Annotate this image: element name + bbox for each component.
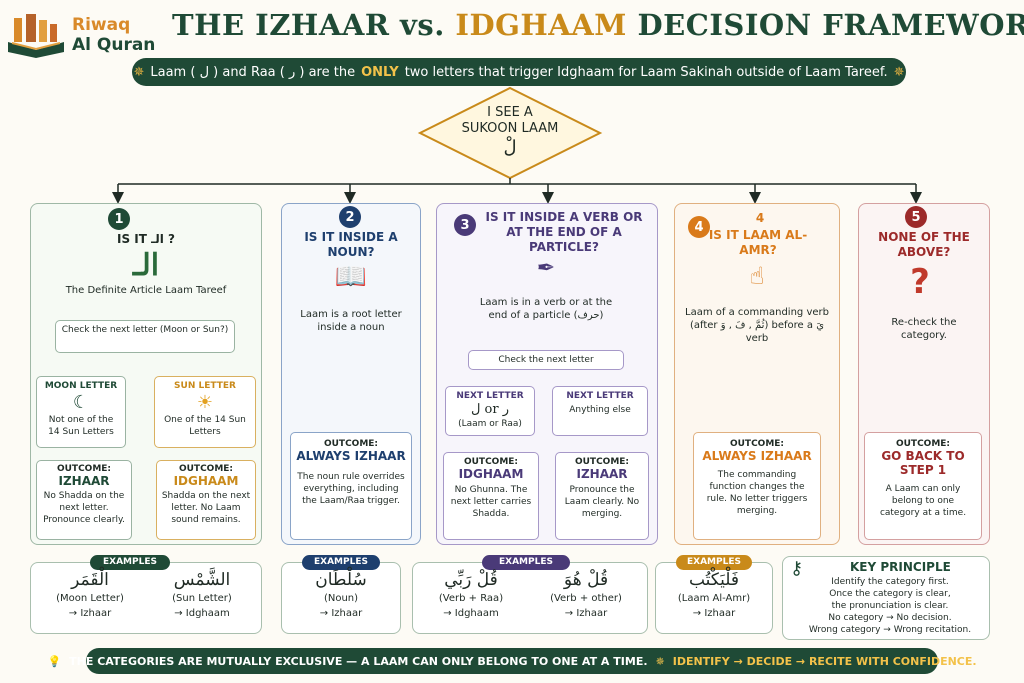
col3-question: IS IT INSIDE A VERB OR AT THE END OF A P… (485, 210, 643, 254)
col2-question: IS IT INSIDE A NOUN? (304, 230, 398, 259)
example-item: قُلْ هُوَ (Verb + other) → Izhaar (550, 570, 622, 619)
col5-question: NONE OF THE ABOVE? (878, 230, 970, 259)
quill-ink-icon: ✒ (536, 256, 556, 281)
col4-desc: Laam of a commanding verb (after ثُمَّ ,… (685, 307, 829, 344)
rule-banner: ✵ Laam ( ل ) and Raa ( ر ) are the ONLY … (132, 58, 906, 86)
col1-glyph: الـ (132, 248, 160, 283)
star-icon: ✵ (893, 64, 905, 80)
mosque-book-icon (8, 14, 64, 58)
col1-desc: The Definite Article Laam Tareef (65, 285, 227, 296)
col5-desc: Re-check the category. (891, 317, 957, 341)
step-number: 1 (108, 208, 130, 230)
key-icon: ⚷ (790, 558, 804, 579)
moon-outcome: OUTCOME: IZHAAR No Shadda on the next le… (36, 460, 132, 540)
step-number: 2 (339, 206, 361, 228)
example-item: سُلْطَان (Noun) → Izhaar (315, 570, 367, 619)
logo: Riwaq Al Quran (6, 10, 158, 60)
example-item: الشَّمْس (Sun Letter) → Idghaam (172, 570, 232, 619)
sun-letter-box: SUN LETTER ☀ One of the 14 Sun Letters (154, 376, 256, 448)
col3-izhaar-outcome: OUTCOME: IZHAAR Pronounce the Laam clear… (555, 452, 649, 540)
sun-icon: ☀ (196, 392, 214, 413)
col4-num-label: 4 (755, 211, 765, 225)
col2-outcome: OUTCOME: ALWAYS IZHAAR The noun rule ove… (290, 432, 412, 540)
anything-else-box: NEXT LETTER Anything else (552, 386, 648, 436)
examples-box-1 (30, 562, 262, 634)
start-node: I SEE A SUKOON LAAM لْ (461, 105, 559, 158)
footer-banner: 💡 THE CATEGORIES ARE MUTUALLY EXCLUSIVE … (47, 648, 977, 674)
moon-letter-box: MOON LETTER ☾ Not one of the 14 Sun Lett… (36, 376, 126, 448)
star-icon: ✵ (133, 64, 145, 80)
page-title: THE IZHAAR vs. IDGHAAM DECISION FRAMEWOR… (172, 8, 1024, 42)
crescent-moon-icon: ☾ (72, 392, 90, 413)
examples-box-3 (412, 562, 648, 634)
example-item: فَلْيَكْتُب (Laam Al-Amr) → Izhaar (677, 570, 751, 619)
key-principle-title: KEY PRINCIPLE (850, 560, 951, 574)
col3-desc: Laam is in a verb or at the end of a par… (479, 297, 613, 321)
col1-question: IS IT الـ ? (117, 232, 175, 246)
pointing-hand-icon: ☝ (749, 262, 765, 290)
open-book-icon: 📖 (334, 262, 368, 292)
key-principle-text: Identify the category first. Once the ca… (808, 577, 972, 635)
examples-tag: EXAMPLES (676, 555, 752, 570)
logo-line1: Riwaq (72, 15, 131, 35)
laam-raa-box: NEXT LETTER ل or ر (Laam or Raa) (445, 386, 535, 436)
col4-question: IS IT LAAM AL-AMR? (708, 228, 808, 257)
col3-check: Check the next letter (468, 350, 624, 370)
step-number: 3 (454, 214, 476, 236)
col1-check: Check the next letter (Moon or Sun?) (55, 320, 235, 353)
key-principle-box (782, 556, 990, 640)
lightbulb-icon: 💡 (47, 654, 62, 668)
col2-desc: Laam is a root letter inside a noun (300, 309, 402, 333)
examples-tag: EXAMPLES (302, 555, 380, 570)
star-icon: ✵ (655, 654, 665, 668)
step-number: 5 (905, 206, 927, 228)
col3-idghaam-outcome: OUTCOME: IDGHAAM No Ghunna. The next let… (443, 452, 539, 540)
examples-tag: EXAMPLES (482, 555, 570, 570)
col5-outcome: OUTCOME: GO BACK TO STEP 1 A Laam can on… (864, 432, 982, 540)
example-item: قُلْ رَبِّي (Verb + Raa) → Idghaam (438, 570, 504, 619)
col4-outcome: OUTCOME: ALWAYS IZHAAR The commanding fu… (693, 432, 821, 540)
example-item: الْقَمَر (Moon Letter) → Izhaar (56, 570, 124, 619)
sun-outcome: OUTCOME: IDGHAAM Shadda on the next lett… (156, 460, 256, 540)
examples-tag: EXAMPLES (90, 555, 170, 570)
question-mark-icon: ? (910, 262, 930, 302)
logo-line2: Al Quran (72, 35, 156, 55)
step-number: 4 (688, 216, 710, 238)
examples-box-2 (281, 562, 401, 634)
